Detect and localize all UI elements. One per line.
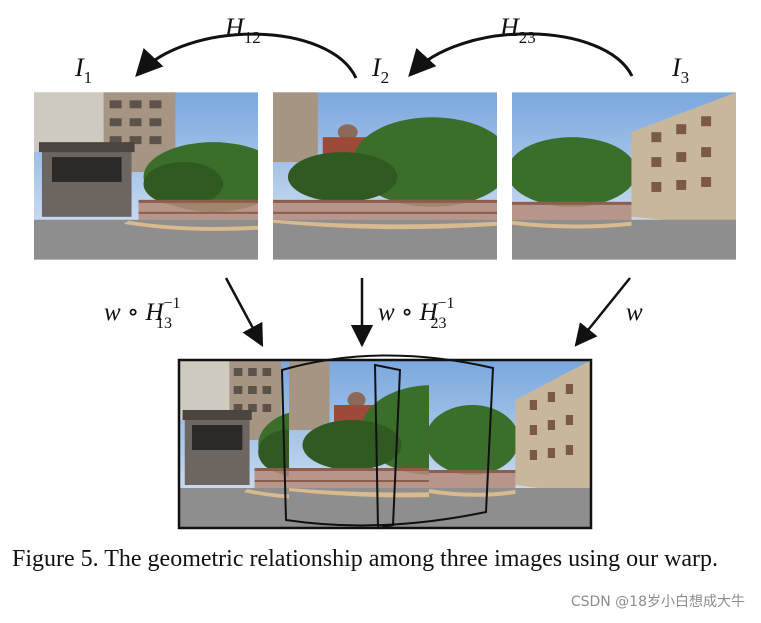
image-i1 xyxy=(34,92,258,260)
warped-outline-i2 xyxy=(280,354,495,527)
image-i3 xyxy=(512,92,736,260)
h12-label: H12 xyxy=(224,13,261,47)
warped-outline-i3 xyxy=(373,363,402,530)
figure: H12 H23 I1 I2 I3 w ∘ H−113 w ∘ H−123 w xyxy=(34,13,736,530)
figure-caption: Figure 5. The geometric relationship amo… xyxy=(12,546,719,572)
warp-label-right: w xyxy=(626,299,643,326)
image-i2 xyxy=(273,92,497,260)
h23-arc xyxy=(408,32,634,77)
h23-label: H23 xyxy=(499,13,536,47)
image-label-i2: I2 xyxy=(371,53,389,87)
image-label-i3: I3 xyxy=(671,53,689,87)
watermark: CSDN @18岁小白想成大牛 xyxy=(570,594,745,610)
panorama-result xyxy=(177,354,593,530)
h12-arc xyxy=(135,32,358,79)
warp-arrow-right xyxy=(574,277,631,347)
warp-arrow-left xyxy=(224,277,264,347)
image-label-i1: I1 xyxy=(74,53,92,87)
